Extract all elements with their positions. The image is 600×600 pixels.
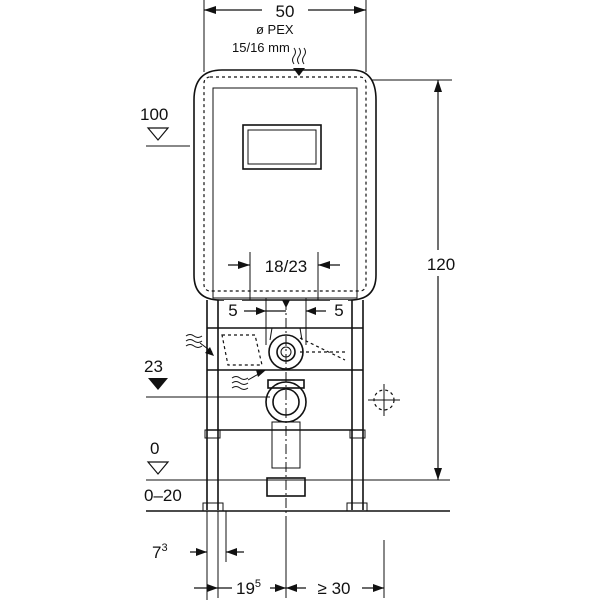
- supply-connection: [268, 327, 304, 370]
- level-100-label: 100: [140, 105, 168, 124]
- level-23: 23: [144, 357, 270, 398]
- bottom-right-label: ≥ 30: [318, 579, 351, 598]
- spacing-label: 18/23: [265, 257, 308, 276]
- pipe-label-1: ø PEX: [256, 22, 294, 37]
- frame: [202, 300, 368, 512]
- width-label: 50: [276, 2, 295, 21]
- dim-offsets: 5 5: [224, 298, 348, 345]
- left-offset-label: 5: [228, 301, 237, 320]
- dim-spacing-center: 18/23: [228, 252, 340, 300]
- side-connector: [368, 384, 400, 416]
- heat-symbol-top: [292, 47, 306, 76]
- heat-symbol-left-1: [185, 334, 214, 356]
- right-offset-label: 5: [334, 301, 343, 320]
- floor-range-label: 0–20: [144, 486, 182, 505]
- drain-connection: [265, 379, 307, 497]
- height-label: 120: [427, 255, 455, 274]
- pipe-label-2: 15/16 mm: [232, 40, 290, 55]
- cistern-body: [193, 69, 377, 301]
- heat-symbol-left-2: [231, 370, 266, 390]
- bottom-left-label: 73: [152, 542, 168, 562]
- dim-bottom-left: 73: [152, 511, 244, 600]
- level-23-label: 23: [144, 357, 163, 376]
- level-0-label: 0: [150, 439, 159, 458]
- dim-bottom-right: ≥ 30: [286, 540, 385, 598]
- flush-plate-opening: [242, 124, 322, 170]
- dim-width-top: 50: [203, 0, 367, 72]
- level-100: 100: [140, 105, 190, 147]
- bottom-mid-label: 195: [236, 578, 261, 598]
- floor-range: 0–20: [144, 486, 450, 512]
- dim-bottom-mid: 195: [194, 511, 287, 598]
- level-0: 0: [146, 439, 450, 481]
- dim-height-total: 120: [372, 79, 464, 480]
